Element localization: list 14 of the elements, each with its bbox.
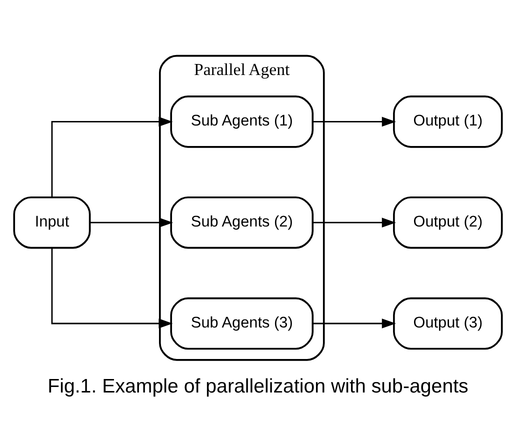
arrow — [51, 248, 173, 328]
arrow — [312, 116, 396, 126]
arrow — [312, 217, 396, 228]
node-box: Output (1) — [393, 95, 503, 148]
arrow — [90, 217, 174, 228]
node-box: Sub Agents (1) — [170, 95, 314, 148]
node-box: Sub Agents (2) — [170, 196, 314, 248]
caption: Fig.1. Example of parallelization with sub-agents — [48, 374, 468, 397]
arrow — [312, 318, 396, 328]
node-box: Output (2) — [393, 196, 503, 248]
node-box: Input — [13, 196, 91, 248]
node-box: Sub Agents (3) — [170, 296, 314, 350]
arrow — [51, 116, 173, 197]
node-box: Output (3) — [393, 296, 503, 350]
